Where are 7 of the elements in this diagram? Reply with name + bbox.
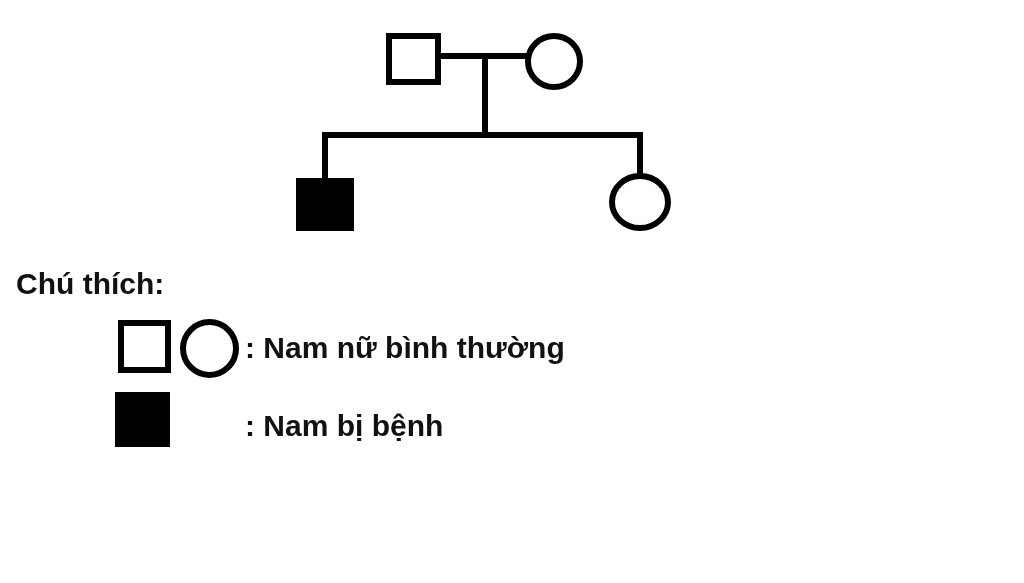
female-symbol [525,33,583,90]
legend-label: : Nam nữ bình thường [245,330,565,366]
legend-heading: Chú thích: [16,266,165,302]
female-symbol [609,173,671,231]
affected-male-symbol [296,178,354,231]
male-symbol [386,33,441,85]
legend-label: : Nam bị bệnh [245,408,444,444]
